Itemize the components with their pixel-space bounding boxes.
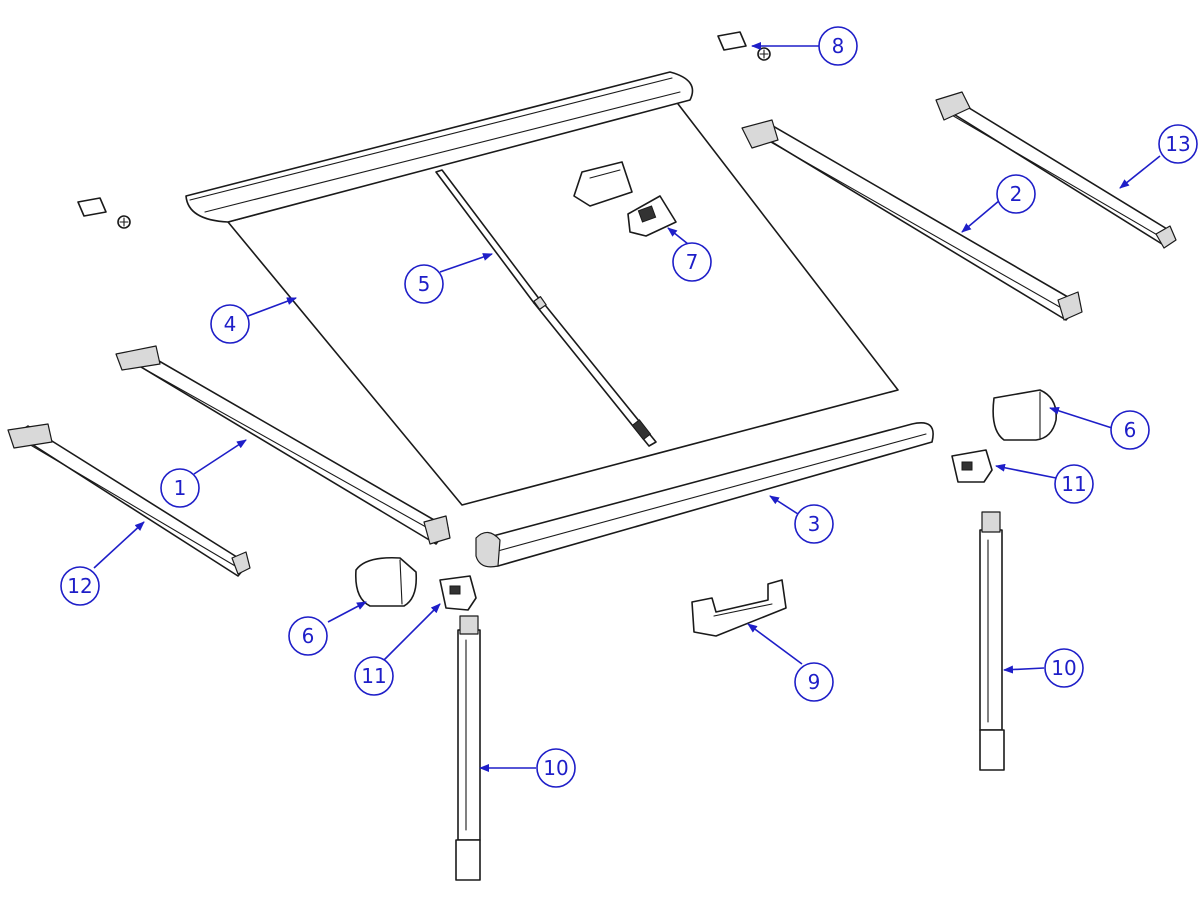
rafter-arm-right-part [741,119,1083,321]
callout-2-label: 2 [1010,182,1023,206]
callout-1-label: 1 [174,476,187,500]
callout-10-right: 10 [1044,648,1084,688]
end-cap-screw-part [717,31,771,61]
callout-13-label: 13 [1165,132,1190,156]
callout-11-left: 11 [354,656,394,696]
mounting-rail-bracket-part [691,579,787,637]
callout-6-left: 6 [288,616,328,656]
end-cap-right-part [992,389,1057,441]
leader-10-right [1003,665,1045,674]
leader-1 [193,439,247,475]
callout-6-right: 6 [1110,410,1150,450]
callout-4: 4 [210,304,250,344]
leader-6-right [1049,406,1113,429]
callout-9: 9 [794,662,834,702]
leader-13 [1119,155,1161,189]
callout-13: 13 [1158,124,1198,164]
leader-7 [667,227,689,245]
callout-12: 12 [60,566,100,606]
callout-3: 3 [794,504,834,544]
leader-6-left [327,601,367,623]
callout-6-right-label: 6 [1124,418,1137,442]
support-leg-left-part [455,615,481,881]
leader-12 [93,521,145,569]
front-lead-rail-part [475,422,934,568]
leader-2 [961,199,1001,233]
support-arm-right-part [935,91,1177,249]
callout-4-label: 4 [224,312,237,336]
callout-12-label: 12 [67,574,92,598]
callout-6-left-label: 6 [302,624,315,648]
leader-3 [769,495,799,515]
callout-8: 8 [818,26,858,66]
callout-8-label: 8 [832,34,845,58]
rafter-pole-part [435,169,657,447]
callout-9-label: 9 [808,670,821,694]
leader-5 [439,253,493,273]
callout-10-left: 10 [536,748,576,788]
callout-1: 1 [160,468,200,508]
leader-11-left [383,603,441,661]
slider-block-left-part [439,575,477,611]
callout-7: 7 [672,242,712,282]
support-leg-right-part [979,511,1005,771]
callout-11-right-label: 11 [1061,472,1086,496]
slider-block-right-part [951,449,993,483]
callout-5: 5 [404,264,444,304]
leader-11-right [995,463,1057,479]
support-arm-left-part [7,423,251,577]
leader-9 [747,623,803,665]
callouts: 8 13 2 7 5 4 1 12 6 11 3 6 11 9 10 10 [60,26,1198,788]
callout-2: 2 [996,174,1036,214]
callout-5-label: 5 [418,272,431,296]
callout-11-left-label: 11 [361,664,386,688]
callout-7-label: 7 [686,250,699,274]
awning-fabric-part [185,71,899,506]
leader-lines [93,42,1161,772]
end-cap-screw-loose-part [77,197,131,229]
callout-10-left-label: 10 [543,756,568,780]
rafter-arm-left-part [115,345,451,545]
callout-10-right-label: 10 [1051,656,1076,680]
callout-3-label: 3 [808,512,821,536]
leader-4 [247,297,297,317]
mounting-bracket-part [573,161,677,237]
callout-11-right: 11 [1054,464,1094,504]
end-cap-left-part [354,556,418,607]
